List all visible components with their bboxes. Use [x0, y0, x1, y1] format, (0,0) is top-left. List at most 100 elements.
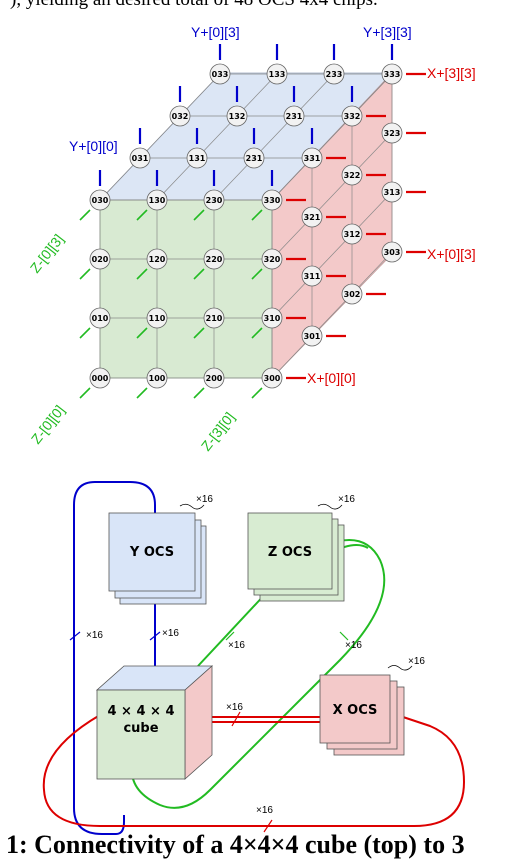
cube-node: 302 [341, 283, 363, 305]
cube-node: 100 [146, 367, 168, 389]
z-port-stub [136, 387, 148, 399]
label-x-333: X+[3][3] [427, 65, 476, 81]
cube-block-label-line2: cube [123, 721, 158, 736]
cube-node-label: 311 [304, 272, 321, 281]
cube-node-label: 321 [304, 213, 321, 222]
cube-node-label: 231 [246, 154, 263, 163]
cube-node-label: 000 [92, 374, 109, 383]
cube-node-circle [129, 147, 151, 169]
z-port-stub [251, 209, 263, 221]
red-bottom-multiplicity: ×16 [256, 805, 273, 816]
blue-left-tick [69, 631, 81, 641]
cube-node: 231 [243, 147, 265, 169]
cube-node-label: 300 [264, 374, 281, 383]
green-upper-multiplicity: ×16 [228, 640, 245, 651]
label-y-333: Y+[3][3] [363, 24, 412, 40]
cube-node: 301 [301, 325, 323, 347]
top-caption-fragment: ), yielding an desired total of 48 OCS 4… [0, 0, 510, 10]
cube-node-label: 332 [344, 112, 361, 121]
z-port-stub [136, 327, 148, 339]
cube-node-circle [381, 63, 403, 85]
cube-node-label: 031 [132, 154, 149, 163]
cube-node: 312 [341, 223, 363, 245]
cube-node-label: 333 [384, 70, 401, 79]
y-ocs-label: Y OCS [129, 545, 174, 560]
cube-node-label: 220 [206, 255, 223, 264]
cube-node-circle [341, 283, 363, 305]
red-mid-multiplicity: ×16 [226, 702, 243, 713]
x-ocs-box [319, 674, 391, 744]
cube-node: 033 [209, 63, 231, 85]
cube-node-label: 310 [264, 314, 281, 323]
cube-block-label-line1: 4 × 4 × 4 [107, 704, 174, 719]
cube-node: 130 [146, 189, 168, 211]
blue-y-link-loop [73, 481, 156, 835]
cube-node-circle [243, 147, 265, 169]
cube-node-label: 301 [304, 332, 321, 341]
cube-node-label: 330 [264, 196, 281, 205]
cube-node-label: 200 [206, 374, 223, 383]
cube-node-circle [261, 367, 283, 389]
cube-node-label: 020 [92, 255, 109, 264]
cube-block: 4 × 4 × 4 cube [95, 665, 214, 780]
cube-node-circle [226, 105, 248, 127]
green-lower-multiplicity: ×16 [345, 640, 362, 651]
label-x-300: X+[0][0] [307, 370, 356, 386]
cube-node-circle [301, 325, 323, 347]
z-port-stub [79, 268, 91, 280]
cube-node: 000 [89, 367, 111, 389]
cube-node: 110 [146, 307, 168, 329]
cube-node-circle [146, 307, 168, 329]
grid-line [99, 73, 221, 201]
z-ocs-label: Z OCS [268, 545, 312, 560]
cube-node: 220 [203, 248, 225, 270]
cube-node-label: 320 [264, 255, 281, 264]
cube-node: 032 [169, 105, 191, 127]
green-upper-tick [225, 631, 235, 641]
cube-node: 300 [261, 367, 283, 389]
cube-node: 010 [89, 307, 111, 329]
z-port-stub [193, 209, 205, 221]
red-mid-tick [231, 711, 241, 727]
grid-line [156, 73, 278, 201]
cube-node-label: 231 [286, 112, 303, 121]
z-port-stub [251, 327, 263, 339]
cube-node-label: 312 [344, 230, 361, 239]
x-ocs-stack: X OCS ×16 [319, 656, 425, 756]
y-ocs-multiplicity: ×16 [196, 494, 213, 505]
z-ocs-stack: Z OCS ×16 [247, 494, 355, 602]
cube-node: 320 [261, 248, 283, 270]
cube-block-front [96, 689, 186, 780]
grid-line [271, 191, 393, 319]
cube-node-circle [341, 223, 363, 245]
cube-node: 331 [301, 147, 323, 169]
cube-node: 333 [381, 63, 403, 85]
cube-node-label: 130 [149, 196, 166, 205]
cube-node-circle [323, 63, 345, 85]
cube-node-circle [381, 241, 403, 263]
z-ocs-brace-icon [317, 503, 343, 510]
blue-mid-multiplicity: ×16 [162, 628, 179, 639]
z-ocs-multiplicity: ×16 [338, 494, 355, 505]
cube-node-label: 010 [92, 314, 109, 323]
cube-node: 303 [381, 241, 403, 263]
green-lower-tick [339, 631, 349, 641]
cube-node-circle [341, 105, 363, 127]
x-ocs-brace-icon [387, 665, 413, 671]
label-z-000: Z-[0][0] [28, 402, 68, 447]
cube-node-label: 032 [172, 112, 189, 121]
cube-node-circle [341, 164, 363, 186]
cube-node-label: 120 [149, 255, 166, 264]
z-port-stub [136, 268, 148, 280]
figure-caption-text: 1: Connectivity of a 4×4×4 cube (top) to… [6, 830, 465, 859]
label-y-000: Y+[0][0] [69, 138, 118, 154]
cube-node-label: 322 [344, 171, 361, 180]
cube-node-circle [261, 307, 283, 329]
label-z-030: Z-[0][3] [27, 231, 67, 276]
cube-node-circle [209, 63, 231, 85]
cube-front-face [99, 199, 273, 379]
top-caption-text: ), yielding an desired total of 48 OCS 4… [10, 0, 378, 10]
cube-node-circle [261, 248, 283, 270]
